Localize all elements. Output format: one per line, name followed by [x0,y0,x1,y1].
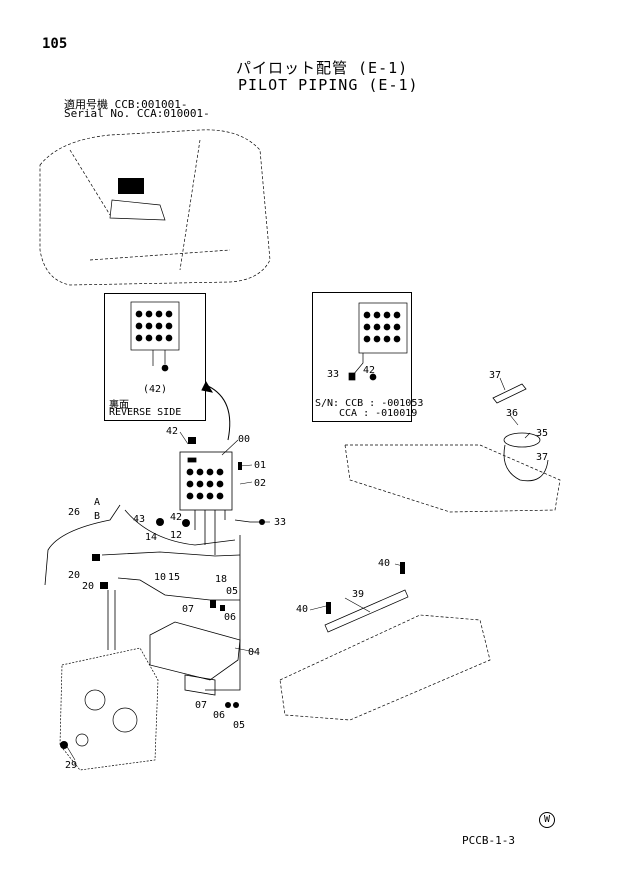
callout-12: 12 [170,530,182,541]
callout-01: 01 [254,460,266,471]
footer-code: PCCB-1-3 [462,834,515,847]
callout-02: 02 [254,478,266,489]
inset-right-callout-33: 33 [327,369,340,380]
callout-07-upper: 07 [182,604,194,615]
inset-right-sn-line1: S/N: CCB : -001053 [315,398,424,409]
leader-lines [65,377,531,761]
title-japanese: パイロット配管 (E-1) [236,59,409,77]
callout-18: 18 [215,574,227,585]
callout-07-lower: 07 [195,700,207,711]
inset-reverse-valve-drawing [130,301,180,372]
inset-left-label-jp: 裏面 [109,400,129,411]
callout-B: B [94,511,100,522]
callout-10: 10 [154,572,166,583]
callout-36: 36 [506,408,518,419]
bracket-plate [149,621,241,696]
frame-structure-right [279,444,561,721]
callout-29: 29 [65,760,77,771]
inset-right-callout-42: 42 [363,365,376,376]
title-english: PILOT PIPING (E-1) [238,76,419,94]
callout-00: 00 [238,434,250,445]
callout-39: 39 [352,589,364,600]
serial-applicability-english: Serial No. CCA:010001- [64,107,210,120]
callout-04: 04 [248,647,260,658]
fittings [60,437,405,749]
callout-40-lower: 40 [296,604,308,615]
callout-42-top: 42 [166,426,178,437]
pilot-hoses [44,504,262,691]
inset-left-callout-42: (42) [143,384,168,395]
pump-assembly [59,647,159,771]
callout-43: 43 [133,514,145,525]
callout-40-upper: 40 [378,558,390,569]
callout-05-lower: 05 [233,720,245,731]
page-number: 105 [42,36,68,52]
callout-20-upper: 20 [68,570,80,581]
callout-26: 26 [68,507,80,518]
inset-variant-valve-drawing [348,302,408,381]
inset-left-label-en: REVERSE SIDE [109,407,182,418]
callout-33: 33 [274,517,286,528]
inset-right-sn-line2: CCA : -010019 [339,408,418,419]
machine-overview-drawing [39,129,271,286]
callout-14: 14 [145,532,157,543]
band-clamp-assembly [492,383,549,482]
callout-37-upper: 37 [489,370,501,381]
callout-05-upper: 05 [226,586,238,597]
serial-applicability-japanese: 適用号機 CCB:001001- [64,98,188,111]
callout-06-lower: 06 [213,710,225,721]
footer-mark: W [539,812,555,828]
callout-15: 15 [168,572,180,583]
inset-reverse-side: (42) 裏面 REVERSE SIDE [104,293,206,421]
callout-06-upper: 06 [224,612,236,623]
callout-37-lower: 37 [536,452,548,463]
callout-A: A [94,497,100,508]
control-valve-main [179,451,233,555]
view-arrow [201,380,231,441]
callout-35: 35 [536,428,548,439]
callout-42-mid: 42 [170,512,182,523]
inset-serial-variant: 33 42 S/N: CCB : -001053 CCA : -010019 [312,292,423,422]
callout-20-lower: 20 [82,581,94,592]
